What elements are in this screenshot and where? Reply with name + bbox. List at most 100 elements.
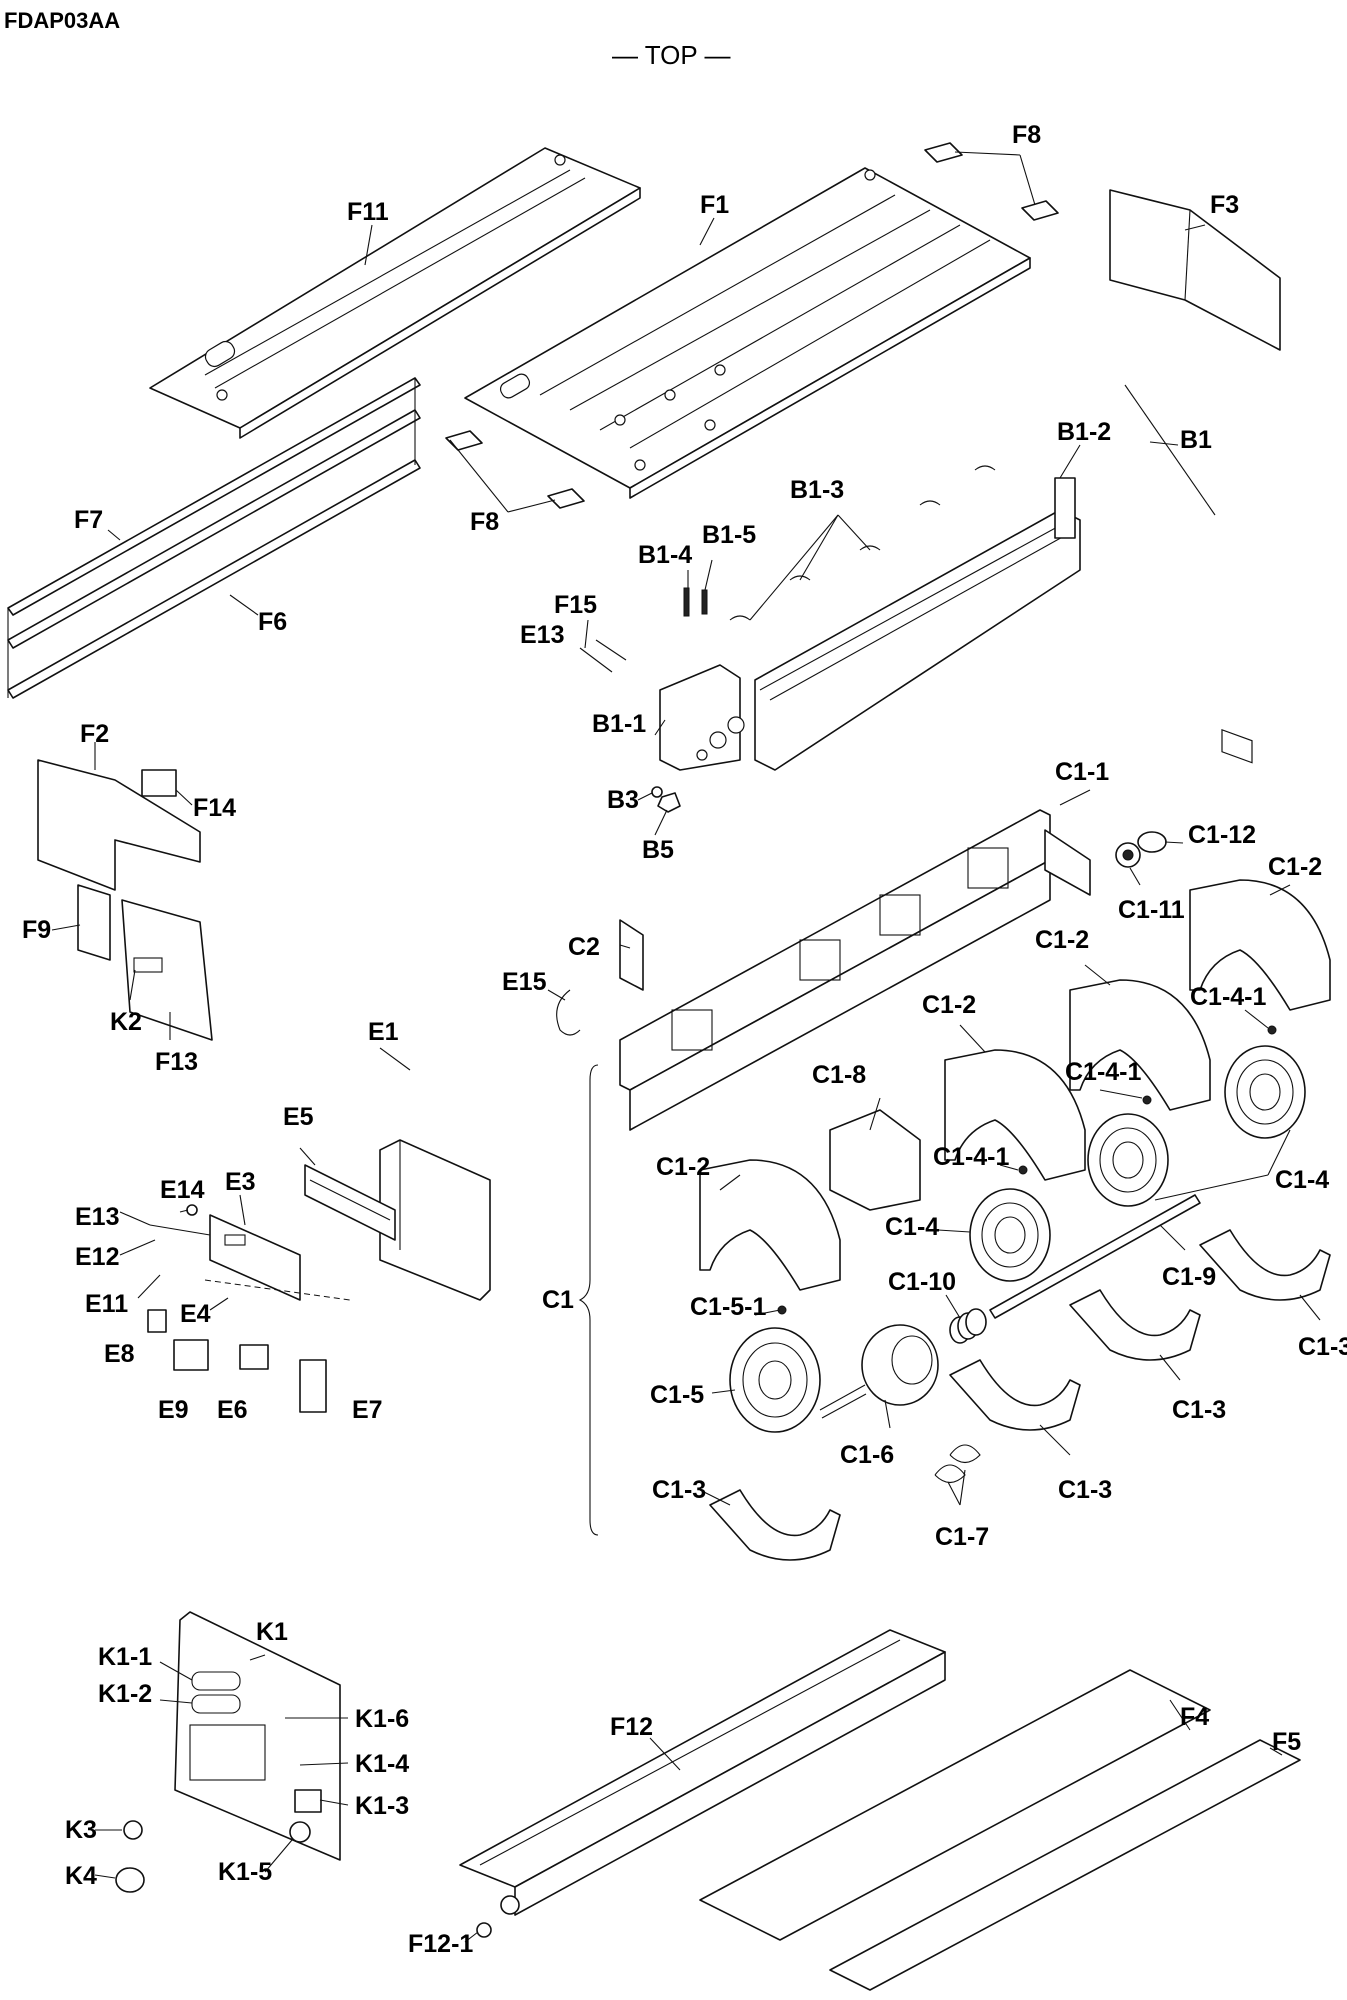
label-c1-10: C1-10 — [888, 1268, 956, 1296]
label-k4: K4 — [65, 1862, 97, 1890]
part-labels: F11 F1 F8 F3 B1 B1-2 B1-3 B1-4 B1-5 F15 … — [22, 121, 1347, 1958]
label-c1-3-d: C1-3 — [652, 1476, 706, 1504]
label-e9: E9 — [158, 1396, 189, 1424]
panel-f11 — [149, 147, 641, 439]
label-c1-2-a: C1-2 — [1268, 853, 1322, 881]
box-k1 — [174, 1611, 341, 1861]
label-f7: F7 — [74, 506, 103, 534]
label-e12: E12 — [75, 1243, 119, 1271]
fan-wheel-c1-5 — [729, 1327, 821, 1433]
label-c2: C2 — [568, 933, 600, 961]
part-k4 — [115, 1867, 145, 1893]
bearing-c1-11-c1-12 — [1115, 831, 1167, 868]
bracket-c1-3-c — [949, 1359, 1081, 1431]
brace-c1 — [578, 1064, 599, 1536]
label-f5: F5 — [1272, 1728, 1301, 1756]
label-c1-11: C1-11 — [1118, 896, 1185, 924]
label-c1-5: C1-5 — [650, 1381, 704, 1409]
label-c1-3-c: C1-3 — [1058, 1476, 1112, 1504]
rail-f7-f6 — [7, 377, 421, 699]
board-f13 — [121, 899, 213, 1041]
label-c1-3-b: C1-3 — [1172, 1396, 1226, 1424]
part-e6 — [239, 1344, 269, 1370]
wire-e15 — [556, 989, 581, 1036]
model-number: FDAP03AA — [4, 8, 120, 33]
screw-c1-4-1 — [777, 1025, 1277, 1315]
fan-housing-c1-2-b — [1069, 979, 1211, 1111]
panel-f1 — [464, 167, 1031, 499]
label-b1-4: B1-4 — [638, 541, 692, 569]
fan-housing-c1-2-a — [1189, 879, 1331, 1011]
label-e1: E1 — [368, 1018, 399, 1046]
clamp-c1-7 — [934, 1444, 981, 1484]
part-f14 — [141, 769, 177, 797]
label-b1-3: B1-3 — [790, 476, 844, 504]
box-e1 — [379, 1139, 491, 1301]
panel-f4 — [699, 1669, 1211, 1941]
leader-lines — [51, 151, 1321, 1943]
label-b3: B3 — [607, 786, 639, 814]
label-e7: E7 — [352, 1396, 383, 1424]
part-k3 — [123, 1820, 143, 1840]
label-e13: E13 — [75, 1203, 119, 1231]
fan-housing-c1-2-c — [944, 1049, 1086, 1181]
label-k1-5: K1-5 — [218, 1858, 272, 1886]
label-k1: K1 — [256, 1618, 288, 1646]
shaft-c1-9 — [989, 1194, 1201, 1319]
drain-pan-f12 — [459, 1629, 946, 1916]
fan-wheel-c1-4-c — [969, 1188, 1051, 1282]
label-k3: K3 — [65, 1816, 97, 1844]
part-e14 — [186, 1204, 198, 1216]
panel-f3 — [1109, 189, 1281, 764]
bracket-f2 — [37, 759, 201, 891]
label-k1-3: K1-3 — [355, 1792, 409, 1820]
label-c1-2-b: C1-2 — [1035, 926, 1089, 954]
label-f4: F4 — [1180, 1703, 1209, 1731]
sensor-b1-4-b1-5 — [683, 587, 708, 617]
label-k1-2: K1-2 — [98, 1680, 152, 1708]
label-f9: F9 — [22, 916, 51, 944]
label-b1-1: B1-1 — [592, 710, 646, 738]
label-c1-2-c: C1-2 — [922, 991, 976, 1019]
label-c1-4-1-c: C1-4-1 — [933, 1143, 1010, 1171]
label-c1-7: C1-7 — [935, 1523, 989, 1551]
label-k1-1: K1-1 — [98, 1643, 152, 1671]
label-b1: B1 — [1180, 426, 1212, 454]
terminal-e7 — [299, 1359, 327, 1413]
label-e3: E3 — [225, 1168, 256, 1196]
part-f12-1 — [476, 1922, 492, 1938]
fan-housing-c1-2-d — [699, 1159, 841, 1291]
sensor-f15-e13 — [579, 639, 627, 673]
label-b5: B5 — [642, 836, 674, 864]
bracket-c1-3-d — [709, 1489, 841, 1561]
label-f11: F11 — [347, 198, 389, 226]
label-c1-4-a: C1-4 — [1275, 1166, 1329, 1194]
fan-wheel-c1-4-a — [1224, 1045, 1306, 1139]
label-f8-top: F8 — [1012, 121, 1041, 149]
fan-deck-c1-1 — [619, 809, 1091, 1131]
label-e14: E14 — [160, 1176, 205, 1204]
coupling-c1-10 — [949, 1308, 987, 1344]
transformer-e9 — [173, 1339, 209, 1371]
label-c1-8: C1-8 — [812, 1061, 866, 1089]
label-c1-4-b: C1-4 — [885, 1213, 939, 1241]
label-c1-4-1-a: C1-4-1 — [1190, 983, 1267, 1011]
coil-assembly-b1 — [659, 477, 1081, 771]
label-c1-4-1-b: C1-4-1 — [1065, 1058, 1142, 1086]
label-b1-5: B1-5 — [702, 521, 756, 549]
clip-b1-3 — [729, 465, 996, 621]
label-k1-6: K1-6 — [355, 1705, 409, 1733]
label-f1: F1 — [700, 191, 729, 219]
label-f2: F2 — [80, 720, 109, 748]
label-f14: F14 — [193, 794, 236, 822]
bracket-f8-top — [924, 142, 1059, 221]
label-e11: E11 — [85, 1290, 128, 1318]
label-e13-top: E13 — [520, 621, 564, 649]
board-e3 — [209, 1214, 301, 1301]
label-f3: F3 — [1210, 191, 1239, 219]
label-c1-5-1: C1-5-1 — [690, 1293, 767, 1321]
bracket-c1-3-a — [1199, 1229, 1331, 1301]
label-k1-4: K1-4 — [355, 1750, 409, 1778]
label-c1-1: C1-1 — [1055, 758, 1109, 786]
motor-c1-6 — [819, 1324, 939, 1419]
